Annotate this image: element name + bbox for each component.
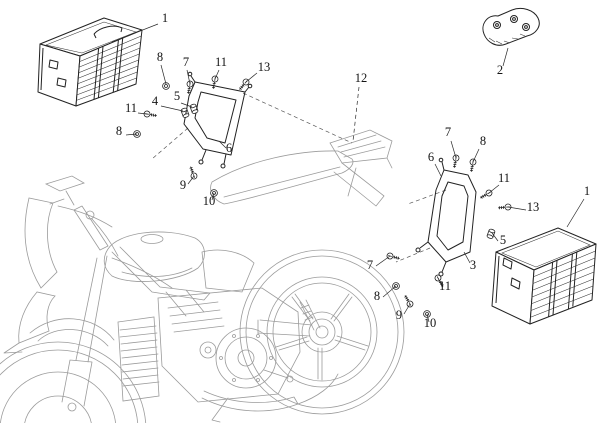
spacer-icon (180, 106, 190, 119)
callout-leader (211, 192, 215, 201)
callout-label: 10 (203, 194, 216, 208)
callout-leader (472, 148, 480, 163)
callout-leader (214, 69, 220, 80)
callout-leader (502, 47, 509, 67)
callout-leader (437, 277, 443, 287)
callout-label: 13 (258, 60, 271, 74)
callout-leader (111, 23, 159, 43)
callout-label: 8 (116, 124, 122, 138)
screw-icon (467, 158, 477, 173)
callout-leader (245, 72, 258, 83)
side-case-top-left (37, 17, 143, 107)
callout-label: 7 (183, 55, 189, 69)
alignment-dashed-lines (151, 92, 447, 263)
callout-label: 11 (125, 101, 137, 115)
callout-leader (160, 64, 167, 85)
case-ribs (76, 35, 142, 101)
callout-leader (403, 303, 411, 315)
callout-label: 4 (152, 94, 159, 108)
callout-leader (375, 255, 391, 267)
callout-leader (137, 112, 148, 115)
callout-label: 3 (470, 258, 476, 272)
callout-label: 1 (584, 184, 590, 198)
callout-label: 7 (445, 125, 451, 139)
callout-leader (160, 105, 184, 112)
callout-leader (382, 285, 397, 298)
callout-label: 12 (355, 71, 368, 85)
callout-label: 2 (497, 63, 503, 77)
case-straps (93, 38, 124, 100)
callout-leader (491, 232, 499, 242)
screw-icon (209, 75, 219, 90)
callout-leader (180, 102, 193, 108)
screw-icon (143, 110, 158, 120)
case-straps (548, 252, 578, 317)
callout-leader (434, 163, 442, 177)
callout-label: 6 (226, 141, 232, 155)
callout-label: 5 (500, 233, 506, 247)
callout-label: 11 (498, 171, 510, 185)
callout-leader (463, 251, 471, 264)
callout-label: 8 (157, 50, 163, 64)
callout-leader (450, 140, 457, 159)
callout-label: 5 (174, 89, 180, 103)
bracket-frame-right (427, 169, 477, 263)
callout-leader (186, 69, 191, 85)
callout-label: 11 (439, 279, 451, 293)
callout-leader (125, 133, 138, 136)
callout-label: 6 (428, 150, 434, 164)
callout-label: 9 (396, 308, 402, 322)
callout-label: 13 (527, 200, 540, 214)
bracket-frame-left (183, 81, 246, 156)
callout-label: 8 (374, 289, 380, 303)
callout-label: 11 (215, 55, 227, 69)
callout-leader (566, 198, 585, 228)
screw-icon (401, 293, 415, 309)
screw-icon (478, 188, 494, 202)
callout-label: 9 (180, 178, 186, 192)
callout-label: 1 (162, 11, 168, 25)
callout-leader (352, 86, 360, 142)
callout-label: 8 (480, 134, 486, 148)
spacer-icon (486, 227, 496, 240)
callout-leader (426, 313, 430, 323)
accessory-bracket-part-2 (482, 7, 540, 46)
callout-leader (488, 184, 500, 194)
callout-leader (218, 140, 227, 149)
callout-leader (187, 175, 195, 185)
left-mount-bracket-assembly (133, 71, 253, 197)
right-mount-bracket-assembly (385, 154, 512, 318)
case-ribs (530, 250, 596, 318)
side-case-bottom-right (491, 227, 597, 325)
callout-label: 10 (424, 316, 437, 330)
callout-label: 7 (367, 258, 373, 272)
motorcycle-sketch (0, 129, 405, 423)
callout-leader (507, 206, 527, 211)
